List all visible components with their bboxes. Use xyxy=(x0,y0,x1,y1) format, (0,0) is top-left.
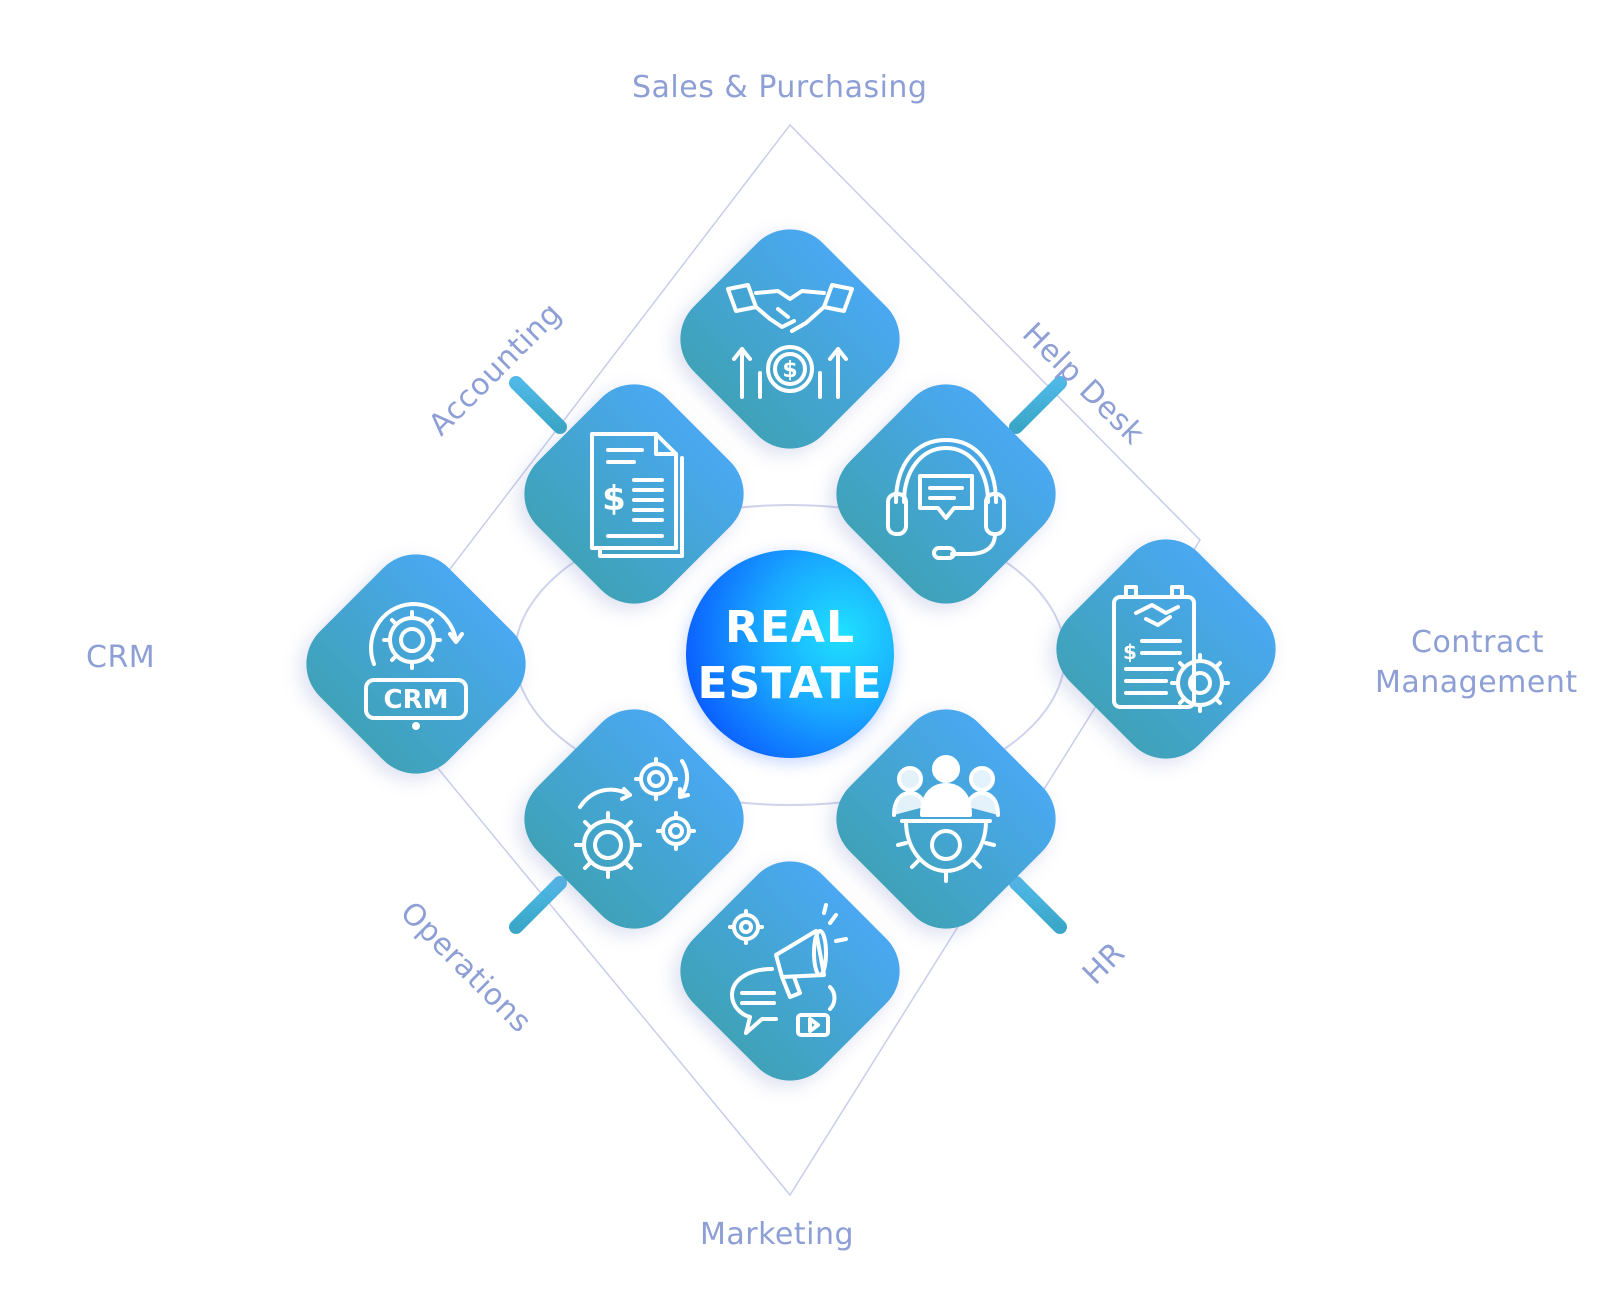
hub-line-2: ESTATE xyxy=(697,658,883,709)
label-marketing: Marketing xyxy=(700,1217,855,1252)
tile-crm[interactable]: CRM xyxy=(287,535,545,793)
gears-icon xyxy=(574,757,696,879)
stem-helpdesk xyxy=(1009,376,1067,434)
label-sales-purchasing: Sales & Purchasing xyxy=(632,70,928,105)
contract-gear-icon: $ xyxy=(1112,585,1230,713)
handshake-money-icon: $ xyxy=(726,283,854,399)
tile-sales-purchasing[interactable]: $ xyxy=(661,210,919,468)
tile-hr[interactable] xyxy=(817,690,1075,948)
label-contract: Contract xyxy=(1411,625,1545,660)
stem-operations xyxy=(509,876,567,934)
label-management: Management xyxy=(1375,665,1578,700)
headset-chat-icon xyxy=(886,438,1006,560)
label-crm: CRM xyxy=(86,640,156,675)
tile-marketing[interactable] xyxy=(661,842,919,1100)
svg-text:$: $ xyxy=(1123,640,1137,664)
invoice-dollar-icon: $ xyxy=(590,432,684,558)
tile-contract-management[interactable]: $ xyxy=(1037,520,1295,778)
tile-operations[interactable] xyxy=(505,690,763,948)
crm-badge-text: CRM xyxy=(384,685,449,715)
stem-hr xyxy=(1009,876,1067,934)
crm-gear-icon: CRM xyxy=(364,602,468,730)
real-estate-hub: REAL ESTATE xyxy=(686,550,894,758)
hub-line-1: REAL xyxy=(724,602,856,653)
tile-help-desk[interactable] xyxy=(817,365,1075,623)
svg-text:$: $ xyxy=(602,479,626,519)
megaphone-icon xyxy=(728,903,848,1037)
stem-accounting xyxy=(509,376,567,434)
svg-text:$: $ xyxy=(782,358,797,383)
tile-accounting[interactable]: $ xyxy=(505,365,763,623)
team-gear-icon xyxy=(892,755,1000,883)
